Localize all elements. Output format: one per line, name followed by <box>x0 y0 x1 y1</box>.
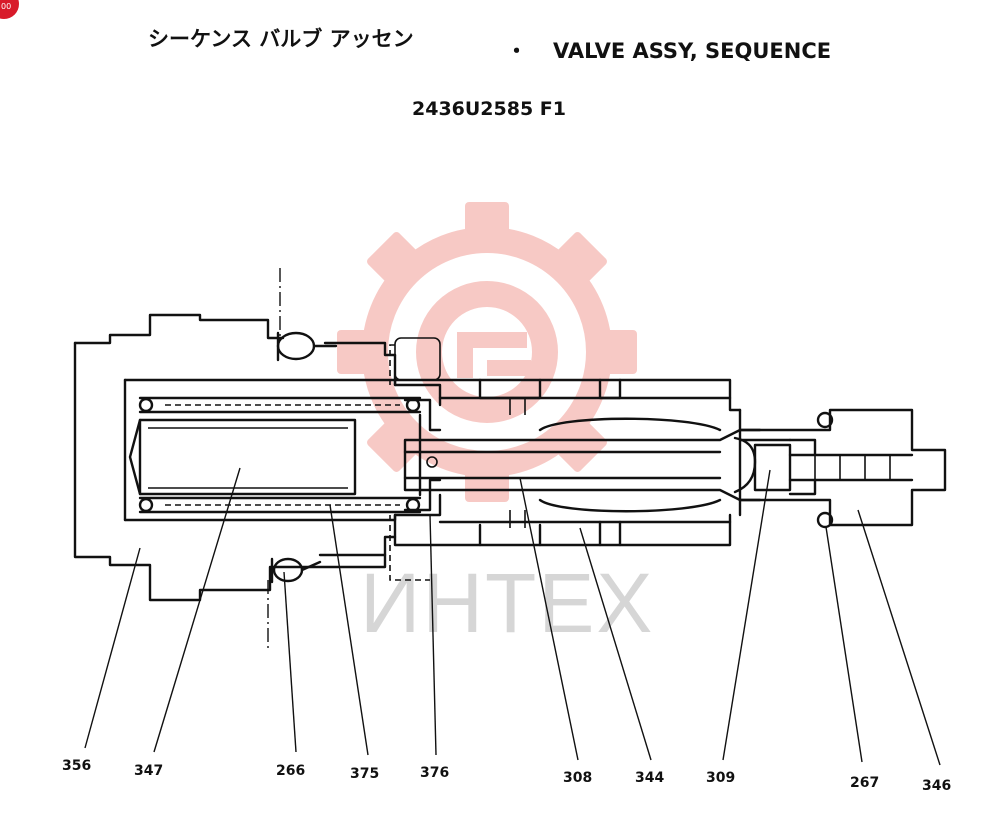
leader-356 <box>84 547 141 749</box>
oring-267-top <box>816 411 834 429</box>
part-number: 2436U2585 F1 <box>412 98 566 120</box>
leader-267 <box>825 526 863 763</box>
body-356-outline <box>73 341 397 602</box>
svg-text:00: 00 <box>1 2 11 11</box>
spring-375 <box>138 396 422 514</box>
leader-309 <box>722 469 771 761</box>
watermark-gear-logo <box>337 202 637 502</box>
oring-266-top <box>276 331 316 361</box>
valve-cross-section <box>73 268 947 652</box>
leader-346 <box>857 509 941 766</box>
title-english: VALVE ASSY, SEQUENCE <box>553 39 831 63</box>
callout-347: 347 <box>134 763 163 779</box>
leader-344 <box>579 527 652 761</box>
leader-266 <box>283 571 297 753</box>
callout-267: 267 <box>850 775 879 791</box>
piston-309 <box>753 443 792 492</box>
leader-308 <box>519 477 579 761</box>
leader-375 <box>329 504 369 756</box>
callout-266: 266 <box>276 763 305 779</box>
red-circle-badge-icon: 00 <box>0 0 19 19</box>
title-block: シーケンス バルブ アッセン ・ VALVE ASSY, SEQUENCE 24… <box>148 27 831 120</box>
title-separator: ・ <box>506 39 527 63</box>
cap-346 <box>738 408 947 527</box>
callout-356: 356 <box>62 758 91 774</box>
oring-266-bottom <box>272 557 304 583</box>
callout-344: 344 <box>635 770 664 786</box>
leader-347 <box>153 467 241 753</box>
title-japanese: シーケンス バルブ アッセン <box>148 27 414 51</box>
watermark-text: ИНТЕХ <box>360 556 654 650</box>
retainer-376 <box>403 398 442 512</box>
leader-lines <box>84 467 941 766</box>
callout-376: 376 <box>420 765 449 781</box>
leader-376 <box>429 514 437 756</box>
callout-375: 375 <box>350 766 379 782</box>
callout-346: 346 <box>922 778 951 794</box>
oring-267-bottom <box>816 511 834 529</box>
plug-347 <box>138 418 357 496</box>
callout-labels: 356 347 266 375 376 308 344 309 267 346 <box>62 758 951 794</box>
callout-308: 308 <box>563 770 592 786</box>
callout-309: 309 <box>706 770 735 786</box>
